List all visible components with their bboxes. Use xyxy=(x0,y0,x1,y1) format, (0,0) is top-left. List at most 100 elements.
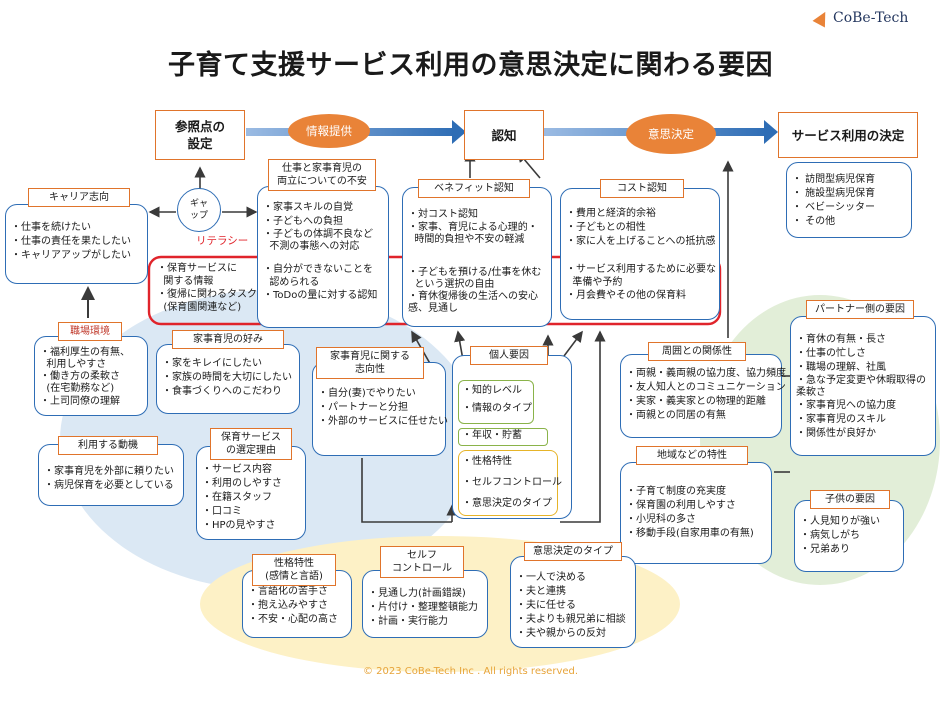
personal-g3-item-1: ・性格特性 xyxy=(462,456,512,467)
decision-type-box: ・一人で決める ・夫と連携 ・夫に任せる ・夫よりも親兄弟に相談 ・夫や親からの… xyxy=(510,556,636,648)
self-control-item-3: ・計画・実行能力 xyxy=(368,616,448,627)
service-item-3: ・ ベビーシッター xyxy=(792,202,875,213)
literacy-label: リテラシー xyxy=(196,235,249,247)
partner-title: パートナー側の要因 xyxy=(806,300,914,319)
workplace-title: 職場環境 xyxy=(58,322,122,341)
motive-item-1: ・家事育児を外部に頼りたい xyxy=(44,466,174,477)
decision-type-item-5: ・夫や親からの反対 xyxy=(516,628,606,639)
flow-bar-1-head xyxy=(452,120,466,144)
orientation-item-2: ・パートナーと分担 xyxy=(318,402,408,413)
personal-g2-item-1: ・年収・貯蓄 xyxy=(462,430,522,441)
selection-item-2: ・利用のしやすさ xyxy=(202,478,282,489)
self-control-item-1: ・見通し力(計画錯誤) xyxy=(368,588,466,599)
benefit-box: ・対コスト認知 ・家事、育児による心理的・ 時間的負担や不安の軽減 ・子どもを預… xyxy=(402,187,552,327)
region-title: 地域などの特性 xyxy=(636,446,748,465)
cost-box: ・費用と経済的余裕 ・子どもとの相性 ・家に人を上げることへの抵抗感 ・サービス… xyxy=(560,188,720,320)
logo-icon xyxy=(812,8,832,28)
partner-item-2: ・仕事の忙しさ xyxy=(796,348,866,359)
work-balance-item-2: ・子どもへの負担 xyxy=(263,216,343,227)
cost-title: コスト認知 xyxy=(600,179,684,198)
benefit-title: ベネフィット認知 xyxy=(418,179,530,198)
region-item-4: ・移動手段(自家用車の有無) xyxy=(626,528,754,539)
self-control-box: ・見通し力(計画錯誤) ・片付け・整理整頓能力 ・計画・実行能力 xyxy=(362,570,488,638)
flow-bar-2-head xyxy=(764,120,778,144)
info-left-text: ・保育サービスに 関する情報 ・復帰に関わるタスク (保育園関連など) xyxy=(157,262,257,314)
motive-title: 利用する動機 xyxy=(58,436,158,455)
partner-box: ・育休の有無・長さ ・仕事の忙しさ ・職場の理解、社風 ・急な予定変更や休暇取得… xyxy=(790,316,936,456)
cost-item-5: ・月会費やその他の保育料 xyxy=(566,290,686,301)
career-item-1: ・仕事を続けたい xyxy=(11,222,91,233)
benefit-item-1: ・対コスト認知 xyxy=(408,209,478,220)
service-item-2: ・ 施設型病児保育 xyxy=(792,188,876,199)
child-item-1: ・人見知りが強い xyxy=(800,516,880,527)
partner-item-1: ・育休の有無・長さ xyxy=(796,334,886,345)
service-item-1: ・ 訪問型病児保育 xyxy=(792,174,876,185)
partner-item-6: ・家事育児のスキル xyxy=(796,414,886,425)
decision-type-title: 意思決定のタイプ xyxy=(524,542,622,561)
region-item-1: ・子育て制度の充実度 xyxy=(626,486,726,497)
decision-type-item-4: ・夫よりも親兄弟に相談 xyxy=(516,614,626,625)
work-balance-item-5: ・ToDoの量に対する認知 xyxy=(263,290,378,301)
partner-item-7: ・関係性が良好か xyxy=(796,428,876,439)
surroundings-item-4: ・両親との同居の有無 xyxy=(626,410,726,421)
surroundings-box: ・両親・義両親の協力度、協力頻度 ・友人知人とのコミュニケーション ・実家・義実… xyxy=(620,354,786,438)
orientation-item-1: ・自分(妻)でやりたい xyxy=(318,388,416,399)
region-item-2: ・保育園の利用しやすさ xyxy=(626,500,736,511)
career-item-2: ・仕事の責任を果たしたい xyxy=(11,236,131,247)
surroundings-title: 周囲との関係性 xyxy=(648,342,746,361)
decision-oval: 意思決定 xyxy=(626,114,716,154)
region-box: ・子育て制度の充実度 ・保育園の利用しやすさ ・小児科の多さ ・移動手段(自家用… xyxy=(620,462,772,564)
recognition-node: 認知 xyxy=(464,110,544,160)
personality-item-3: ・不安・心配の高さ xyxy=(248,614,338,625)
child-item-2: ・病気しがち xyxy=(800,530,860,541)
housework-pref-box: ・家をキレイにしたい ・家族の時間を大切にしたい ・食事づくりへのこだわり xyxy=(156,344,300,414)
info-left-item-2: ・復帰に関わるタスク (保育園関連など) xyxy=(157,289,257,313)
personality-title: 性格特性 (感情と言語) xyxy=(252,554,336,586)
personal-group-3: ・性格特性 ・セルフコントロール ・意思決定のタイプ xyxy=(458,450,562,516)
personal-g1-item-1: ・知的レベル xyxy=(462,385,522,396)
work-balance-title: 仕事と家事育児の 両立についての不安 xyxy=(268,159,376,191)
workplace-item-3: ・上司同僚の理解 xyxy=(40,396,120,407)
child-factor-title: 子供の要因 xyxy=(810,490,890,509)
selection-item-5: ・HPの見やすさ xyxy=(202,520,276,531)
workplace-item-1: ・福利厚生の有無、 利用しやすさ xyxy=(40,347,130,370)
surroundings-item-2: ・友人知人とのコミュニケーション xyxy=(626,382,786,393)
orientation-item-3: ・外部のサービスに任せたい xyxy=(318,416,448,427)
selection-item-4: ・口コミ xyxy=(202,506,242,517)
child-item-3: ・兄弟あり xyxy=(800,544,850,555)
service-item-4: ・ その他 xyxy=(792,216,836,227)
work-balance-item-4: ・自分ができないことを 認められる xyxy=(263,264,373,288)
partner-item-5: ・家事育児への協力度 xyxy=(796,400,896,411)
selection-reason-box: ・サービス内容 ・利用のしやすさ ・在籍スタッフ ・口コミ ・HPの見やすさ xyxy=(196,446,306,540)
housework-pref-title: 家事育児の好み xyxy=(172,330,284,349)
decision-type-item-2: ・夫と連携 xyxy=(516,586,566,597)
decision-type-item-3: ・夫に任せる xyxy=(516,600,576,611)
service-list-box: ・ 訪問型病児保育 ・ 施設型病児保育 ・ ベビーシッター ・ その他 xyxy=(786,162,912,238)
work-balance-box: ・家事スキルの自覚 ・子どもへの負担 ・子どもの体調不良など 不測の事態への対応… xyxy=(257,186,389,328)
personal-group-1: ・知的レベル ・情報のタイプ xyxy=(458,380,534,424)
child-factor-box: ・人見知りが強い ・病気しがち ・兄弟あり xyxy=(794,500,904,572)
benefit-item-4: ・育休復帰後の生活への安心 感、見通し xyxy=(408,291,538,314)
career-orientation-box: ・仕事を続けたい ・仕事の責任を果たしたい ・キャリアアップがしたい xyxy=(5,204,148,284)
gap-circle: ギャ ップ xyxy=(177,188,221,232)
info-left-item-1: ・保育サービスに 関する情報 xyxy=(157,263,237,287)
copyright-notice: © 2023 CoBe-Tech Inc . All rights reserv… xyxy=(362,666,579,677)
page-title: 子育て支援サービス利用の意思決定に関わる要因 xyxy=(168,50,773,81)
work-balance-item-3: ・子どもの体調不良など 不測の事態への対応 xyxy=(263,229,373,252)
reference-point-node: 参照点の 設定 xyxy=(155,110,245,160)
cost-item-4: ・サービス利用するために必要な 準備や予約 xyxy=(566,264,716,288)
cost-item-3: ・家に人を上げることへの抵抗感 xyxy=(566,236,716,247)
partner-item-4: ・急な予定変更や休暇取得の 柔軟さ xyxy=(796,375,926,398)
logo-text: CoBe-Tech xyxy=(833,10,909,26)
motive-item-2: ・病児保育を必要としている xyxy=(44,480,174,491)
self-control-item-2: ・片付け・整理整頓能力 xyxy=(368,602,478,613)
cost-item-1: ・費用と経済的余裕 xyxy=(566,208,656,219)
workplace-item-2: ・働き方の柔軟さ (在宅勤務など) xyxy=(40,371,120,394)
partner-item-3: ・職場の理解、社風 xyxy=(796,362,886,373)
workplace-box: ・福利厚生の有無、 利用しやすさ ・働き方の柔軟さ (在宅勤務など) ・上司同僚… xyxy=(34,336,148,416)
surroundings-item-3: ・実家・義実家との物理的距離 xyxy=(626,396,766,407)
personal-group-2: ・年収・貯蓄 xyxy=(458,428,548,446)
region-item-3: ・小児科の多さ xyxy=(626,514,696,525)
company-logo: CoBe-Tech xyxy=(812,8,909,28)
